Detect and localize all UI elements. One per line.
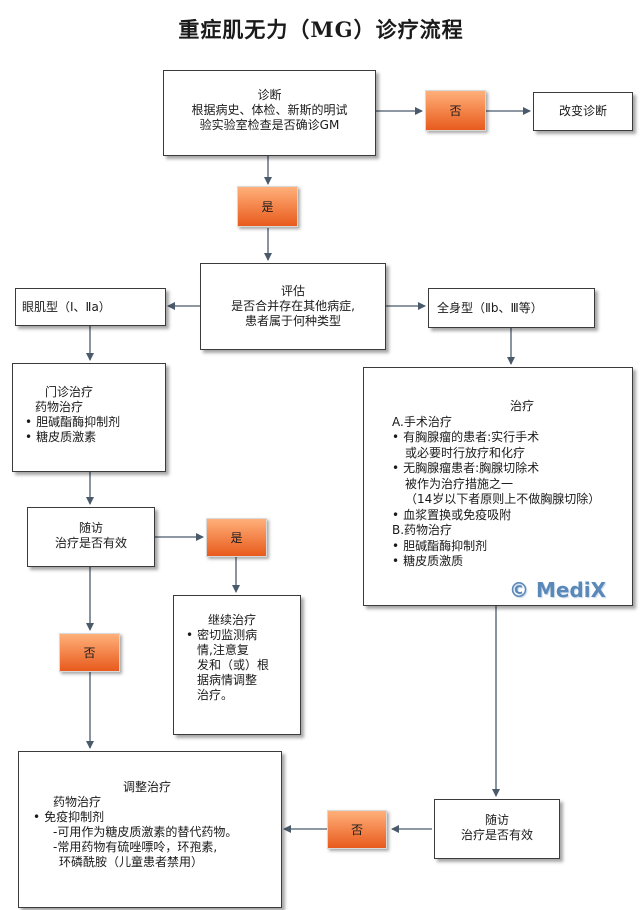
page-title: 重症肌无力（MG）诊疗流程 xyxy=(178,17,464,42)
continue-line-4: 据病情调整 xyxy=(197,673,258,687)
outpatient-box: 门诊治疗 药物治疗 胆碱酯酶抑制剂 糖皮质激素 xyxy=(12,363,166,472)
followup-right-line: 治疗是否有效 xyxy=(460,828,533,842)
no-tag-followup: 否 xyxy=(59,633,120,672)
treatment-surgery-item-2-note: （14岁以下者原则上不做胸腺切除） xyxy=(405,492,601,506)
outpatient-item-1: 胆碱酯酶抑制剂 xyxy=(21,415,165,430)
adjust-note-1: -可用作为糖皮质激素的替代药物。 xyxy=(53,825,238,839)
adjust-note-3: 环磷酰胺（儿童患者禁用） xyxy=(59,855,204,869)
continue-box: 继续治疗 密切监测病 情,注意复 发和（或）根 据病情调整 治疗。 xyxy=(173,595,301,735)
continue-line-3: 发和（或）根 xyxy=(197,658,270,672)
followup-right-heading: 随访 xyxy=(484,813,509,827)
adjust-note-2: -常用药物有硫唑嘌呤，环孢素, xyxy=(53,840,218,854)
followup-left-box: 随访 治疗是否有效 xyxy=(27,507,155,567)
assessment-line-1: 是否合并存在其他病症, xyxy=(231,299,355,313)
followup-left-line: 治疗是否有效 xyxy=(54,536,127,550)
adjust-box: 调整治疗 药物治疗 免疫抑制剂 -可用作为糖皮质激素的替代药物。 -常用药物有硫… xyxy=(18,751,282,908)
adjust-sub: 药物治疗 xyxy=(53,795,102,809)
assessment-line-2: 患者属于何种类型 xyxy=(244,314,341,328)
continue-line-2: 情,注意复 xyxy=(197,643,249,657)
diagnosis-line-2: 验实验室检查是否确诊GM xyxy=(199,118,340,132)
diagnosis-heading: 诊断 xyxy=(257,88,282,102)
medix-watermark: © MediX xyxy=(509,578,607,602)
yes-tag-diagnosis: 是 xyxy=(237,186,298,227)
treatment-surgery-item-1: 有胸腺瘤的患者:实行手术 xyxy=(392,430,632,446)
adjust-item: 免疫抑制剂 xyxy=(33,810,281,825)
assessment-heading: 评估 xyxy=(280,284,305,298)
outpatient-item-2: 糖皮质激素 xyxy=(21,430,165,445)
treatment-surgery-item-3: 血浆置换或免疫吸附 xyxy=(392,508,632,524)
continue-line-1: 密切监测病 xyxy=(186,628,300,643)
diagnosis-line-1: 根据病史、体检、新斯的明试 xyxy=(191,103,348,117)
diagnosis-box: 诊断 根据病史、体检、新斯的明试 验实验室检查是否确诊GM xyxy=(163,70,376,156)
yes-tag-followup: 是 xyxy=(206,518,267,557)
outpatient-sub: 药物治疗 xyxy=(35,400,84,414)
no-tag-diagnosis: 否 xyxy=(425,90,486,131)
ocular-type-box: 眼肌型（Ⅰ、Ⅱa） xyxy=(15,288,166,326)
change-diagnosis-box: 改变诊断 xyxy=(533,92,633,131)
outpatient-heading: 门诊治疗 xyxy=(45,385,94,399)
treatment-heading: 治疗 xyxy=(510,399,535,413)
treatment-drug-heading: B.药物治疗 xyxy=(392,523,453,537)
treatment-drug-item-2: 糖皮质激质 xyxy=(392,554,632,570)
assessment-box: 评估 是否合并存在其他病症, 患者属于何种类型 xyxy=(200,263,386,350)
no-tag-followup-right: 否 xyxy=(327,810,387,849)
continue-heading: 继续治疗 xyxy=(208,613,257,627)
treatment-drug-item-1: 胆碱酯酶抑制剂 xyxy=(392,539,632,555)
treatment-surgery-item-2: 无胸腺瘤患者:胸腺切除术 xyxy=(392,461,632,477)
followup-right-box: 随访 治疗是否有效 xyxy=(434,799,560,859)
treatment-surgery-heading: A.手术治疗 xyxy=(392,414,452,429)
treatment-box: 治疗 A.手术治疗 有胸腺瘤的患者:实行手术 或必要时行放疗和化疗 无胸腺瘤患者… xyxy=(363,367,633,606)
followup-left-heading: 随访 xyxy=(78,521,103,535)
adjust-heading: 调整治疗 xyxy=(123,780,172,794)
treatment-surgery-item-1-cont: 或必要时行放疗和化疗 xyxy=(405,445,526,460)
treatment-surgery-item-2-cont: 被作为治疗措施之一 xyxy=(405,476,514,491)
continue-line-5: 治疗。 xyxy=(197,688,234,702)
general-type-box: 全身型（Ⅱb、Ⅲ等） xyxy=(428,288,595,328)
